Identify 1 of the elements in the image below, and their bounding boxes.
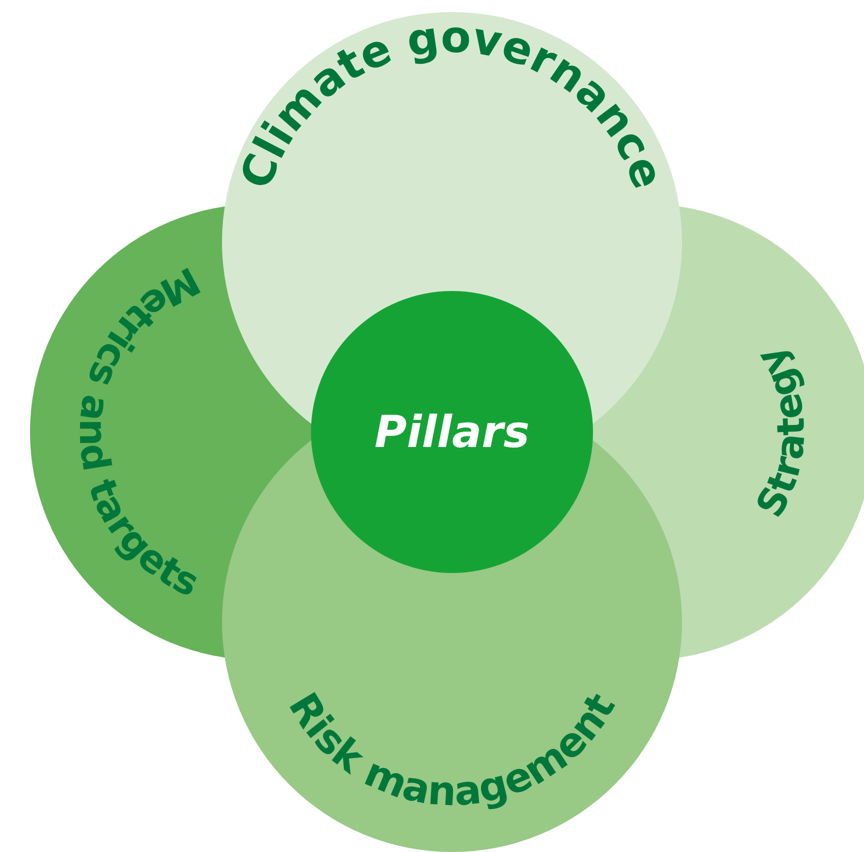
center-label: Pillars	[374, 406, 530, 458]
